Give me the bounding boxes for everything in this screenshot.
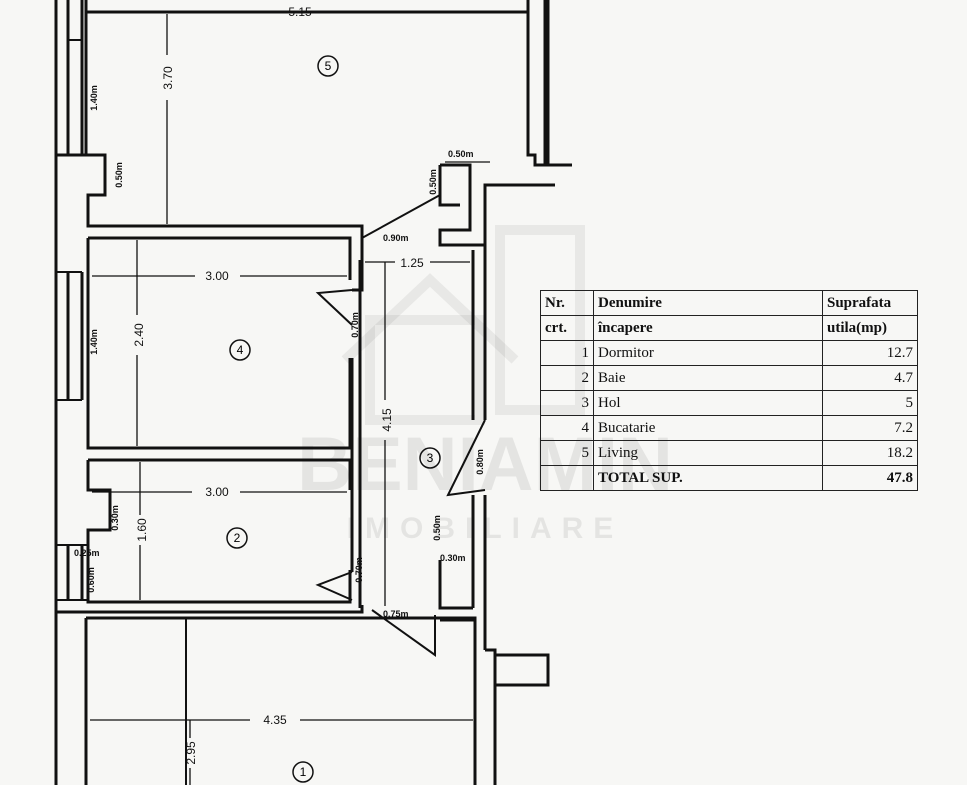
room-marker-4: 4: [229, 339, 251, 361]
dim-label: 4.15: [380, 408, 394, 432]
table-row: 5 Living 18.2: [540, 440, 918, 466]
dim-label: 0.50m: [432, 515, 442, 541]
room-marker-3: 3: [419, 447, 441, 469]
room-name: Bucatarie: [593, 415, 823, 441]
header-name: Denumire: [593, 290, 823, 316]
dimension-labels: 5.15 3.70 1.40m 0.50m 0.50m 0.50m 0.90m …: [74, 5, 485, 765]
dim-label: 1.60: [135, 518, 149, 542]
walls: [54, 0, 572, 785]
dim-label: 3.00: [205, 269, 229, 283]
watermark-sub: IMOBILIARE: [347, 512, 624, 545]
dim-label: 2.95: [184, 741, 198, 765]
room-nr: 3: [540, 390, 594, 416]
table-row: 2 Baie 4.7: [540, 365, 918, 391]
room-area: 18.2: [822, 440, 918, 466]
room-marker-1: 1: [292, 761, 314, 783]
room-name: Living: [593, 440, 823, 466]
room-marker-2: 2: [226, 527, 248, 549]
room-area: 7.2: [822, 415, 918, 441]
room-nr: 5: [540, 440, 594, 466]
header-area-sub: utila(mp): [822, 315, 918, 341]
dim-label: 4.35: [263, 713, 287, 727]
dim-label: 3.00: [205, 485, 229, 499]
dim-label: 1.25: [400, 256, 424, 270]
room-name: Hol: [593, 390, 823, 416]
header-nr: Nr.: [540, 290, 594, 316]
dim-label: 5.15: [288, 5, 312, 19]
dim-label: 0.50m: [448, 149, 474, 159]
total-empty-cell: [540, 465, 594, 491]
room-number: 3: [427, 451, 434, 465]
room-nr: 1: [540, 340, 594, 366]
header-area: Suprafata: [822, 290, 918, 316]
dim-label: 0.50m: [428, 169, 438, 195]
room-number: 4: [237, 343, 244, 357]
total-value: 47.8: [822, 465, 918, 491]
room-name: Dormitor: [593, 340, 823, 366]
dim-label: 1.40m: [89, 329, 99, 355]
dim-label: 0.60m: [86, 567, 96, 593]
dim-label: 0.75m: [383, 609, 409, 619]
dim-label: 0.30m: [110, 505, 120, 531]
room-marker-5: 5: [317, 55, 339, 77]
table-header-row: Nr. Denumire Suprafata: [540, 290, 918, 316]
dimension-lines: [90, 11, 525, 785]
room-area: 12.7: [822, 340, 918, 366]
room-number: 1: [300, 765, 307, 779]
room-number: 2: [234, 531, 241, 545]
room-area-table: Nr. Denumire Suprafata crt. încapere uti…: [540, 290, 918, 491]
dim-label: 0.70m: [354, 557, 364, 583]
table-header-row: crt. încapere utila(mp): [540, 315, 918, 341]
dim-label: 2.40: [132, 323, 146, 347]
dim-label: 1.40m: [89, 85, 99, 111]
dim-label: 0.90m: [383, 233, 409, 243]
room-area: 5: [822, 390, 918, 416]
header-nr-sub: crt.: [540, 315, 594, 341]
room-nr: 2: [540, 365, 594, 391]
dim-label: 0.30m: [440, 553, 466, 563]
dim-label: 3.70: [161, 66, 175, 90]
room-number: 5: [325, 59, 332, 73]
dim-label: 0.70m: [350, 312, 360, 338]
room-area: 4.7: [822, 365, 918, 391]
dim-label: 0.80m: [475, 449, 485, 475]
table-total-row: TOTAL SUP. 47.8: [540, 465, 918, 491]
table-row: 4 Bucatarie 7.2: [540, 415, 918, 441]
total-label: TOTAL SUP.: [593, 465, 823, 491]
table-row: 3 Hol 5: [540, 390, 918, 416]
dim-label: 0.50m: [114, 162, 124, 188]
dim-label: 0.25m: [74, 548, 100, 558]
room-name: Baie: [593, 365, 823, 391]
table-row: 1 Dormitor 12.7: [540, 340, 918, 366]
room-nr: 4: [540, 415, 594, 441]
header-name-sub: încapere: [593, 315, 823, 341]
